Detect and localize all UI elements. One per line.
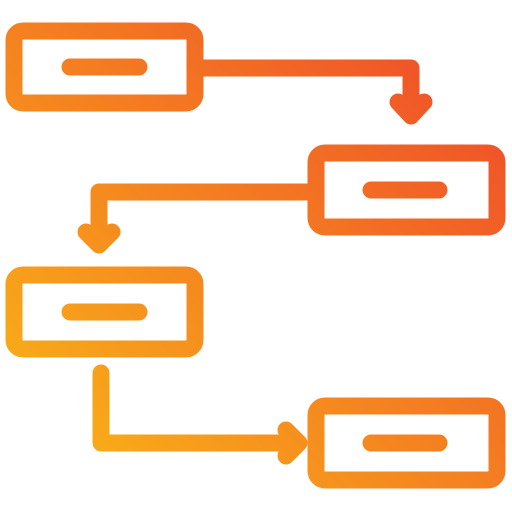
connector-1-line xyxy=(186,59,420,123)
process-step-3 xyxy=(5,266,204,358)
connector-3-line xyxy=(92,364,307,452)
process-step-1 xyxy=(5,22,204,112)
connector-arrow-1 xyxy=(186,59,433,125)
connector-arrow-3 xyxy=(92,364,308,465)
connector-2-arrowhead xyxy=(77,223,121,254)
connector-2-line xyxy=(90,183,325,252)
connector-3-arrowhead xyxy=(277,421,308,465)
connector-1-arrowhead xyxy=(389,93,433,125)
process-step-4 xyxy=(307,397,506,489)
step-3-box xyxy=(5,266,204,358)
step-4-box xyxy=(307,397,506,489)
connector-arrow-2 xyxy=(77,183,325,254)
process-step-2 xyxy=(307,144,506,236)
